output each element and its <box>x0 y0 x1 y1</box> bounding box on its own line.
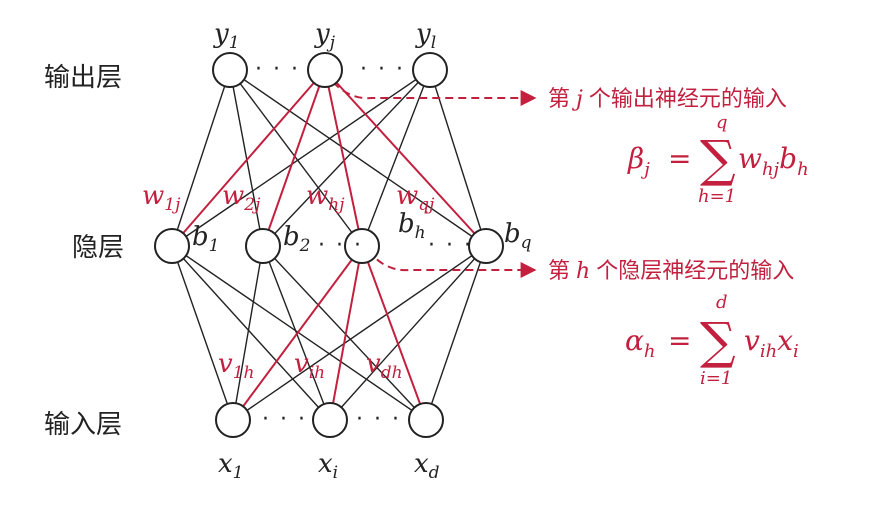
highlight-hidden-0-output-j <box>171 69 326 247</box>
beta-upper-limit: q <box>716 112 728 133</box>
alpha-formula: αh = ∑ d i=1 vihxi <box>625 292 799 389</box>
weight-label-v1h: v1h <box>218 349 254 383</box>
node-layer <box>154 52 504 438</box>
beta-formula: βj = ∑ q h=1 whjbh <box>627 112 809 207</box>
hidden-label-b1: b1 <box>192 222 219 256</box>
weight-label-vdh: vdh <box>366 349 403 383</box>
output-node-l <box>412 52 448 88</box>
beta-equals: = <box>668 142 691 175</box>
output-node-1 <box>212 52 248 88</box>
hidden-ellipsis-left: · · · <box>318 233 363 258</box>
alpha-lhs: αh <box>625 324 656 362</box>
output-label-yl: yl <box>415 19 436 53</box>
connection-input-2-hidden-0 <box>171 245 427 421</box>
alpha-upper-limit: d <box>716 292 728 313</box>
beta-sigma: ∑ <box>700 130 736 188</box>
connection-hidden-0-output-2 <box>171 69 431 247</box>
input-node-d <box>408 402 444 438</box>
connection-hidden-3-output-0 <box>229 69 487 247</box>
hidden-node-q <box>468 228 504 264</box>
connection-input-0-hidden-3 <box>232 245 487 421</box>
connection-hidden-2-output-2 <box>361 69 431 247</box>
hidden-ellipsis-right: · · · <box>428 233 473 258</box>
output-ellipsis-left: · · · <box>255 57 300 82</box>
connection-hidden-0-output-0 <box>171 69 231 247</box>
hidden-node-2 <box>245 228 281 264</box>
weight-label-whj: whj <box>306 181 345 215</box>
input-layer-label: 输入层 <box>44 410 122 440</box>
output-ellipsis-right: · · · <box>360 57 405 82</box>
alpha-equals: = <box>668 324 691 357</box>
alpha-lower-limit: i=1 <box>700 368 732 389</box>
weight-label-w2j: w2j <box>222 181 261 215</box>
beta-lhs: βj <box>627 142 650 180</box>
input-label-xd: xd <box>414 449 440 483</box>
hidden-node-1 <box>154 228 190 264</box>
hidden-label-bh: bh <box>398 209 426 243</box>
weight-label-wqj: wqj <box>396 181 435 215</box>
weight-label-w1j: w1j <box>142 181 181 215</box>
output-node-j <box>307 52 343 88</box>
output-label-yj: yj <box>314 19 336 53</box>
input-ellipsis-left: · · · <box>262 407 307 432</box>
alpha-sigma: ∑ <box>700 312 736 370</box>
highlight-input-1-hidden-h <box>329 245 363 421</box>
connection-hidden-1-output-2 <box>262 69 431 247</box>
connection-input-1-hidden-0 <box>171 245 331 421</box>
weight-label-vih: vih <box>294 349 325 383</box>
connection-input-0-hidden-1 <box>232 245 264 421</box>
highlight-hidden-3-output-j <box>324 69 487 247</box>
beta-lower-limit: h=1 <box>698 186 736 207</box>
highlighted-connections <box>171 69 487 421</box>
connection-hidden-1-output-0 <box>229 69 264 247</box>
connection-input-0-hidden-0 <box>171 245 234 421</box>
connection-hidden-3-output-2 <box>429 69 487 247</box>
highlight-input-0-hidden-h <box>232 245 363 421</box>
highlight-input-2-hidden-h <box>361 245 427 421</box>
hidden-label-bq: bq <box>504 219 532 253</box>
highlight-hidden-2-output-j <box>324 69 363 247</box>
output-annotation-arrow <box>332 81 537 106</box>
input-label-xi: xi <box>318 449 338 483</box>
connection-input-2-hidden-3 <box>425 245 487 421</box>
highlight-hidden-1-output-j <box>262 69 326 247</box>
alpha-summand: vihxi <box>744 324 799 362</box>
beta-summand: whjbh <box>738 142 809 180</box>
input-label-x1: x1 <box>218 449 244 483</box>
input-node-i <box>312 402 348 438</box>
input-node-1 <box>215 402 251 438</box>
output-layer-label: 输出层 <box>44 63 122 93</box>
hidden-node-h <box>344 228 380 264</box>
connection-input-1-hidden-3 <box>329 245 487 421</box>
connection-hidden-2-output-0 <box>229 69 363 247</box>
input-ellipsis-right: · · · <box>356 407 401 432</box>
output-label-y1: y1 <box>213 19 240 53</box>
hidden-layer-label: 隐层 <box>72 233 124 263</box>
connection-input-2-hidden-1 <box>262 245 427 421</box>
hidden-label-b2: b2 <box>283 222 310 256</box>
